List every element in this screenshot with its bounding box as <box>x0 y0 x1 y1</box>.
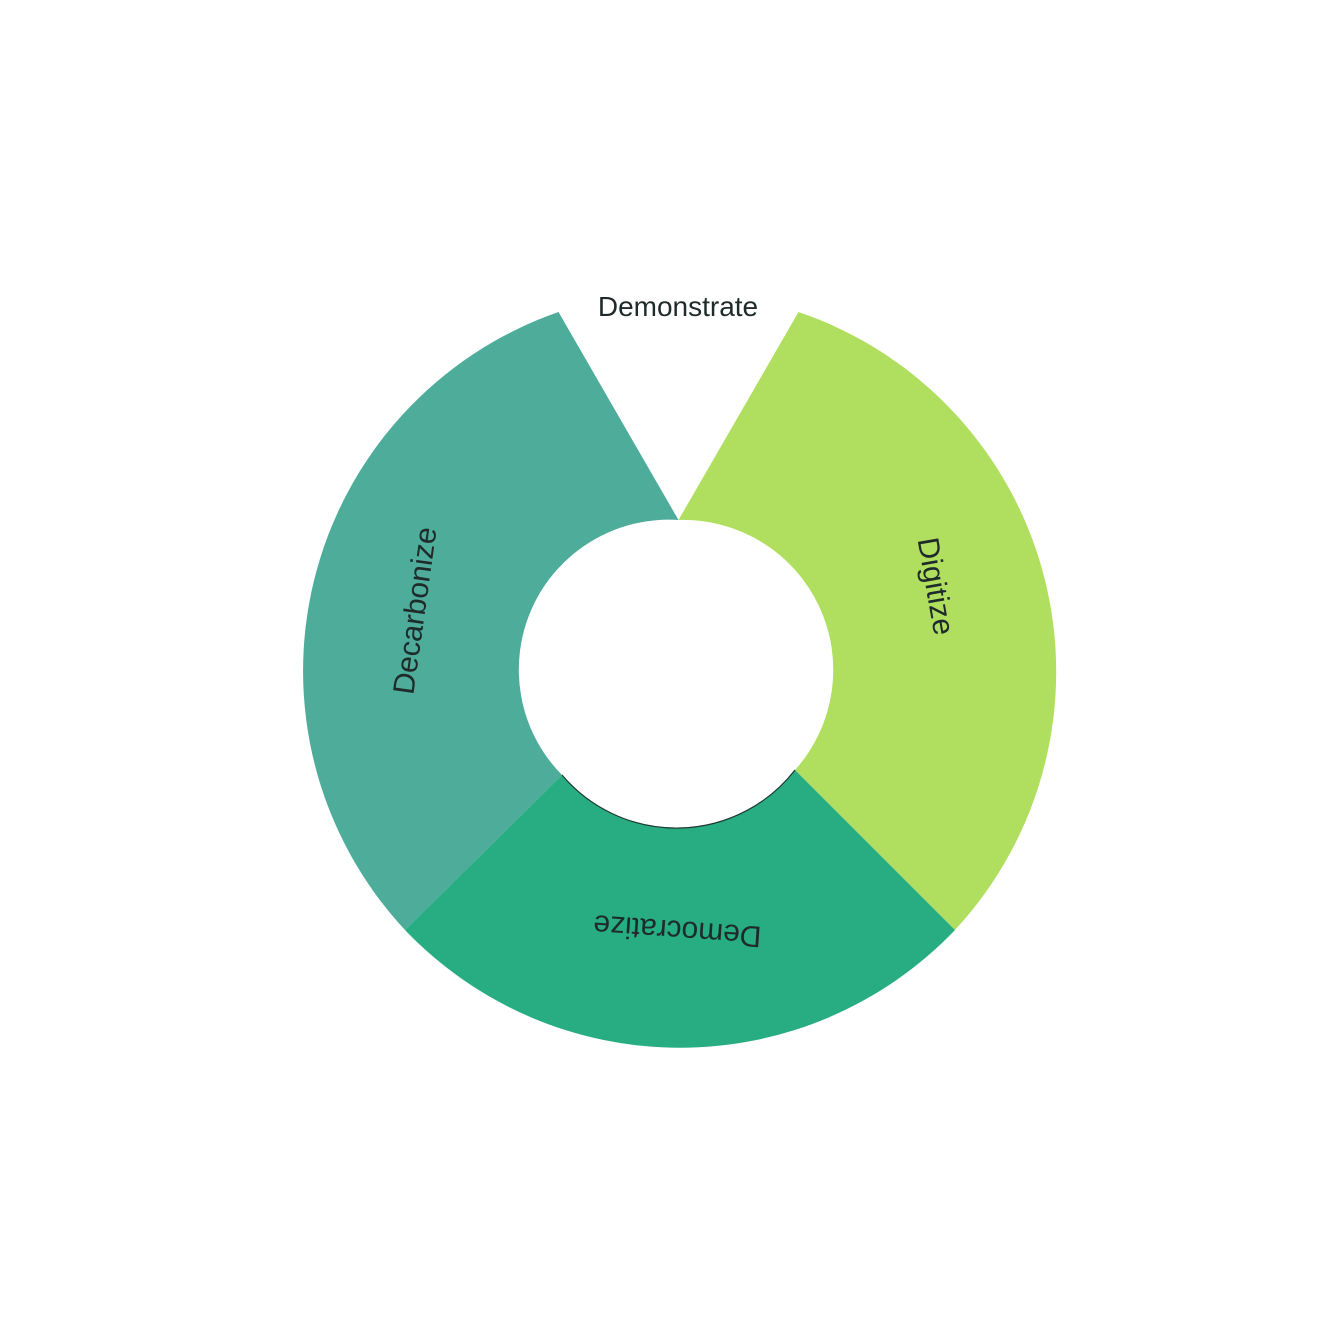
center-hole <box>529 520 829 820</box>
label-demonstrate: Demonstrate <box>598 291 758 322</box>
segment-digitize <box>678 312 1057 930</box>
segment-decarbonize <box>303 312 679 930</box>
center-hole-edge <box>561 769 796 829</box>
segment-democratize <box>405 770 955 1048</box>
